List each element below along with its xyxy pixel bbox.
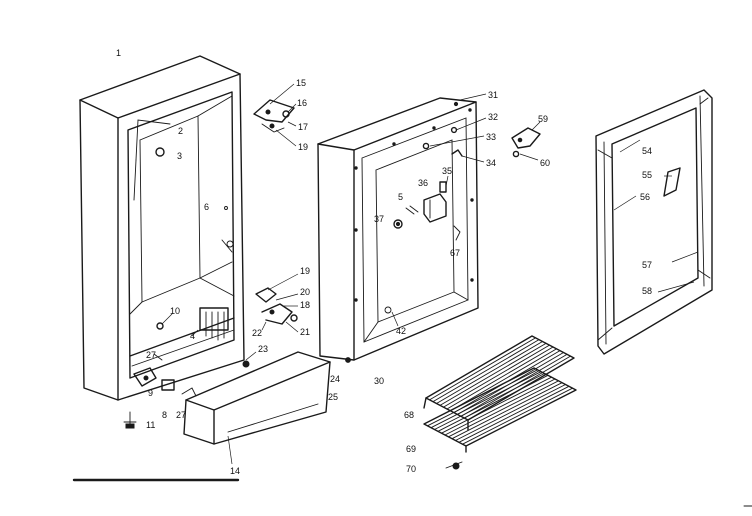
callout-10: 10 — [170, 306, 180, 316]
callout-60: 60 — [540, 158, 550, 168]
door-gasket — [595, 89, 713, 355]
callout-42: 42 — [396, 326, 406, 336]
lower-hinge-assembly — [242, 273, 299, 368]
callout-33: 33 — [486, 132, 496, 142]
wire-shelf-lower — [423, 367, 577, 453]
callout-70: 70 — [406, 464, 416, 474]
callout-8: 8 — [162, 410, 167, 420]
callout-9: 9 — [148, 388, 153, 398]
shelf-wire — [434, 373, 545, 430]
shelf-wire — [450, 348, 557, 412]
cabinet-base-parts — [123, 353, 197, 429]
callout-5: 5 — [398, 192, 403, 202]
callout-11: 11 — [146, 420, 155, 430]
callout-19-top: 19 — [298, 142, 308, 152]
callout-19-lower: 19 — [300, 266, 310, 276]
top-hinge-assembly — [253, 83, 297, 147]
inner-door-panel — [317, 97, 479, 361]
callout-27-lower: 27 — [176, 410, 186, 420]
shelf-wire — [455, 384, 566, 441]
callout-68: 68 — [404, 410, 414, 420]
callout-58: 58 — [642, 286, 652, 296]
shelf-wire — [427, 369, 538, 427]
callout-22: 22 — [252, 328, 262, 338]
callout-15: 15 — [296, 78, 306, 88]
shelf-wire — [443, 344, 550, 408]
shelf-wire — [432, 339, 540, 403]
callout-37: 37 — [374, 214, 384, 224]
callout-17: 17 — [298, 122, 308, 132]
callout-labels: 1 2 3 6 15 16 17 19 19 20 18 21 22 23 10… — [116, 48, 652, 476]
outer-cabinet — [79, 55, 245, 401]
callout-24: 24 — [330, 374, 340, 384]
kick-plate — [183, 351, 331, 465]
shelf-wire — [451, 382, 563, 440]
shelf-wire — [429, 337, 536, 401]
shelf-wire — [437, 374, 549, 432]
callout-36: 36 — [418, 178, 428, 188]
shelf-wire — [436, 341, 543, 404]
callout-25: 25 — [328, 392, 338, 402]
callout-32: 32 — [488, 112, 498, 122]
callout-27-upper: 27 — [146, 350, 156, 360]
shelf-fastener — [445, 461, 463, 470]
shelf-wire — [441, 376, 552, 434]
callout-54: 54 — [642, 146, 652, 156]
callout-2: 2 — [178, 126, 183, 136]
callout-31: 31 — [488, 90, 498, 100]
door-handle-bracket — [511, 121, 541, 161]
callout-35: 35 — [442, 166, 452, 176]
inner-door-parts — [345, 93, 487, 363]
callout-20: 20 — [300, 287, 310, 297]
shelf-wire — [439, 342, 547, 406]
callout-6: 6 — [204, 202, 209, 212]
shelf-wire — [458, 385, 570, 443]
shelf-wire — [448, 380, 559, 438]
shelf-wire — [430, 371, 542, 429]
callout-21: 21 — [300, 327, 310, 337]
shelf-wire — [446, 346, 554, 410]
callout-1: 1 — [116, 48, 121, 58]
shelf-wire — [444, 378, 556, 436]
callout-3: 3 — [177, 151, 182, 161]
callout-4: 4 — [190, 331, 195, 341]
shelf-wire — [462, 387, 573, 445]
callout-30: 30 — [374, 376, 384, 386]
callout-18: 18 — [300, 300, 310, 310]
callout-59: 59 — [538, 114, 548, 124]
callout-34: 34 — [486, 158, 496, 168]
callout-56: 56 — [640, 192, 650, 202]
callout-14: 14 — [230, 466, 240, 476]
callout-23: 23 — [258, 344, 268, 354]
control-cluster — [156, 307, 229, 341]
callout-55: 55 — [642, 170, 652, 180]
callout-16: 16 — [297, 98, 307, 108]
callout-57: 57 — [642, 260, 652, 270]
callout-67: 67 — [450, 248, 460, 258]
callout-69: 69 — [406, 444, 416, 454]
